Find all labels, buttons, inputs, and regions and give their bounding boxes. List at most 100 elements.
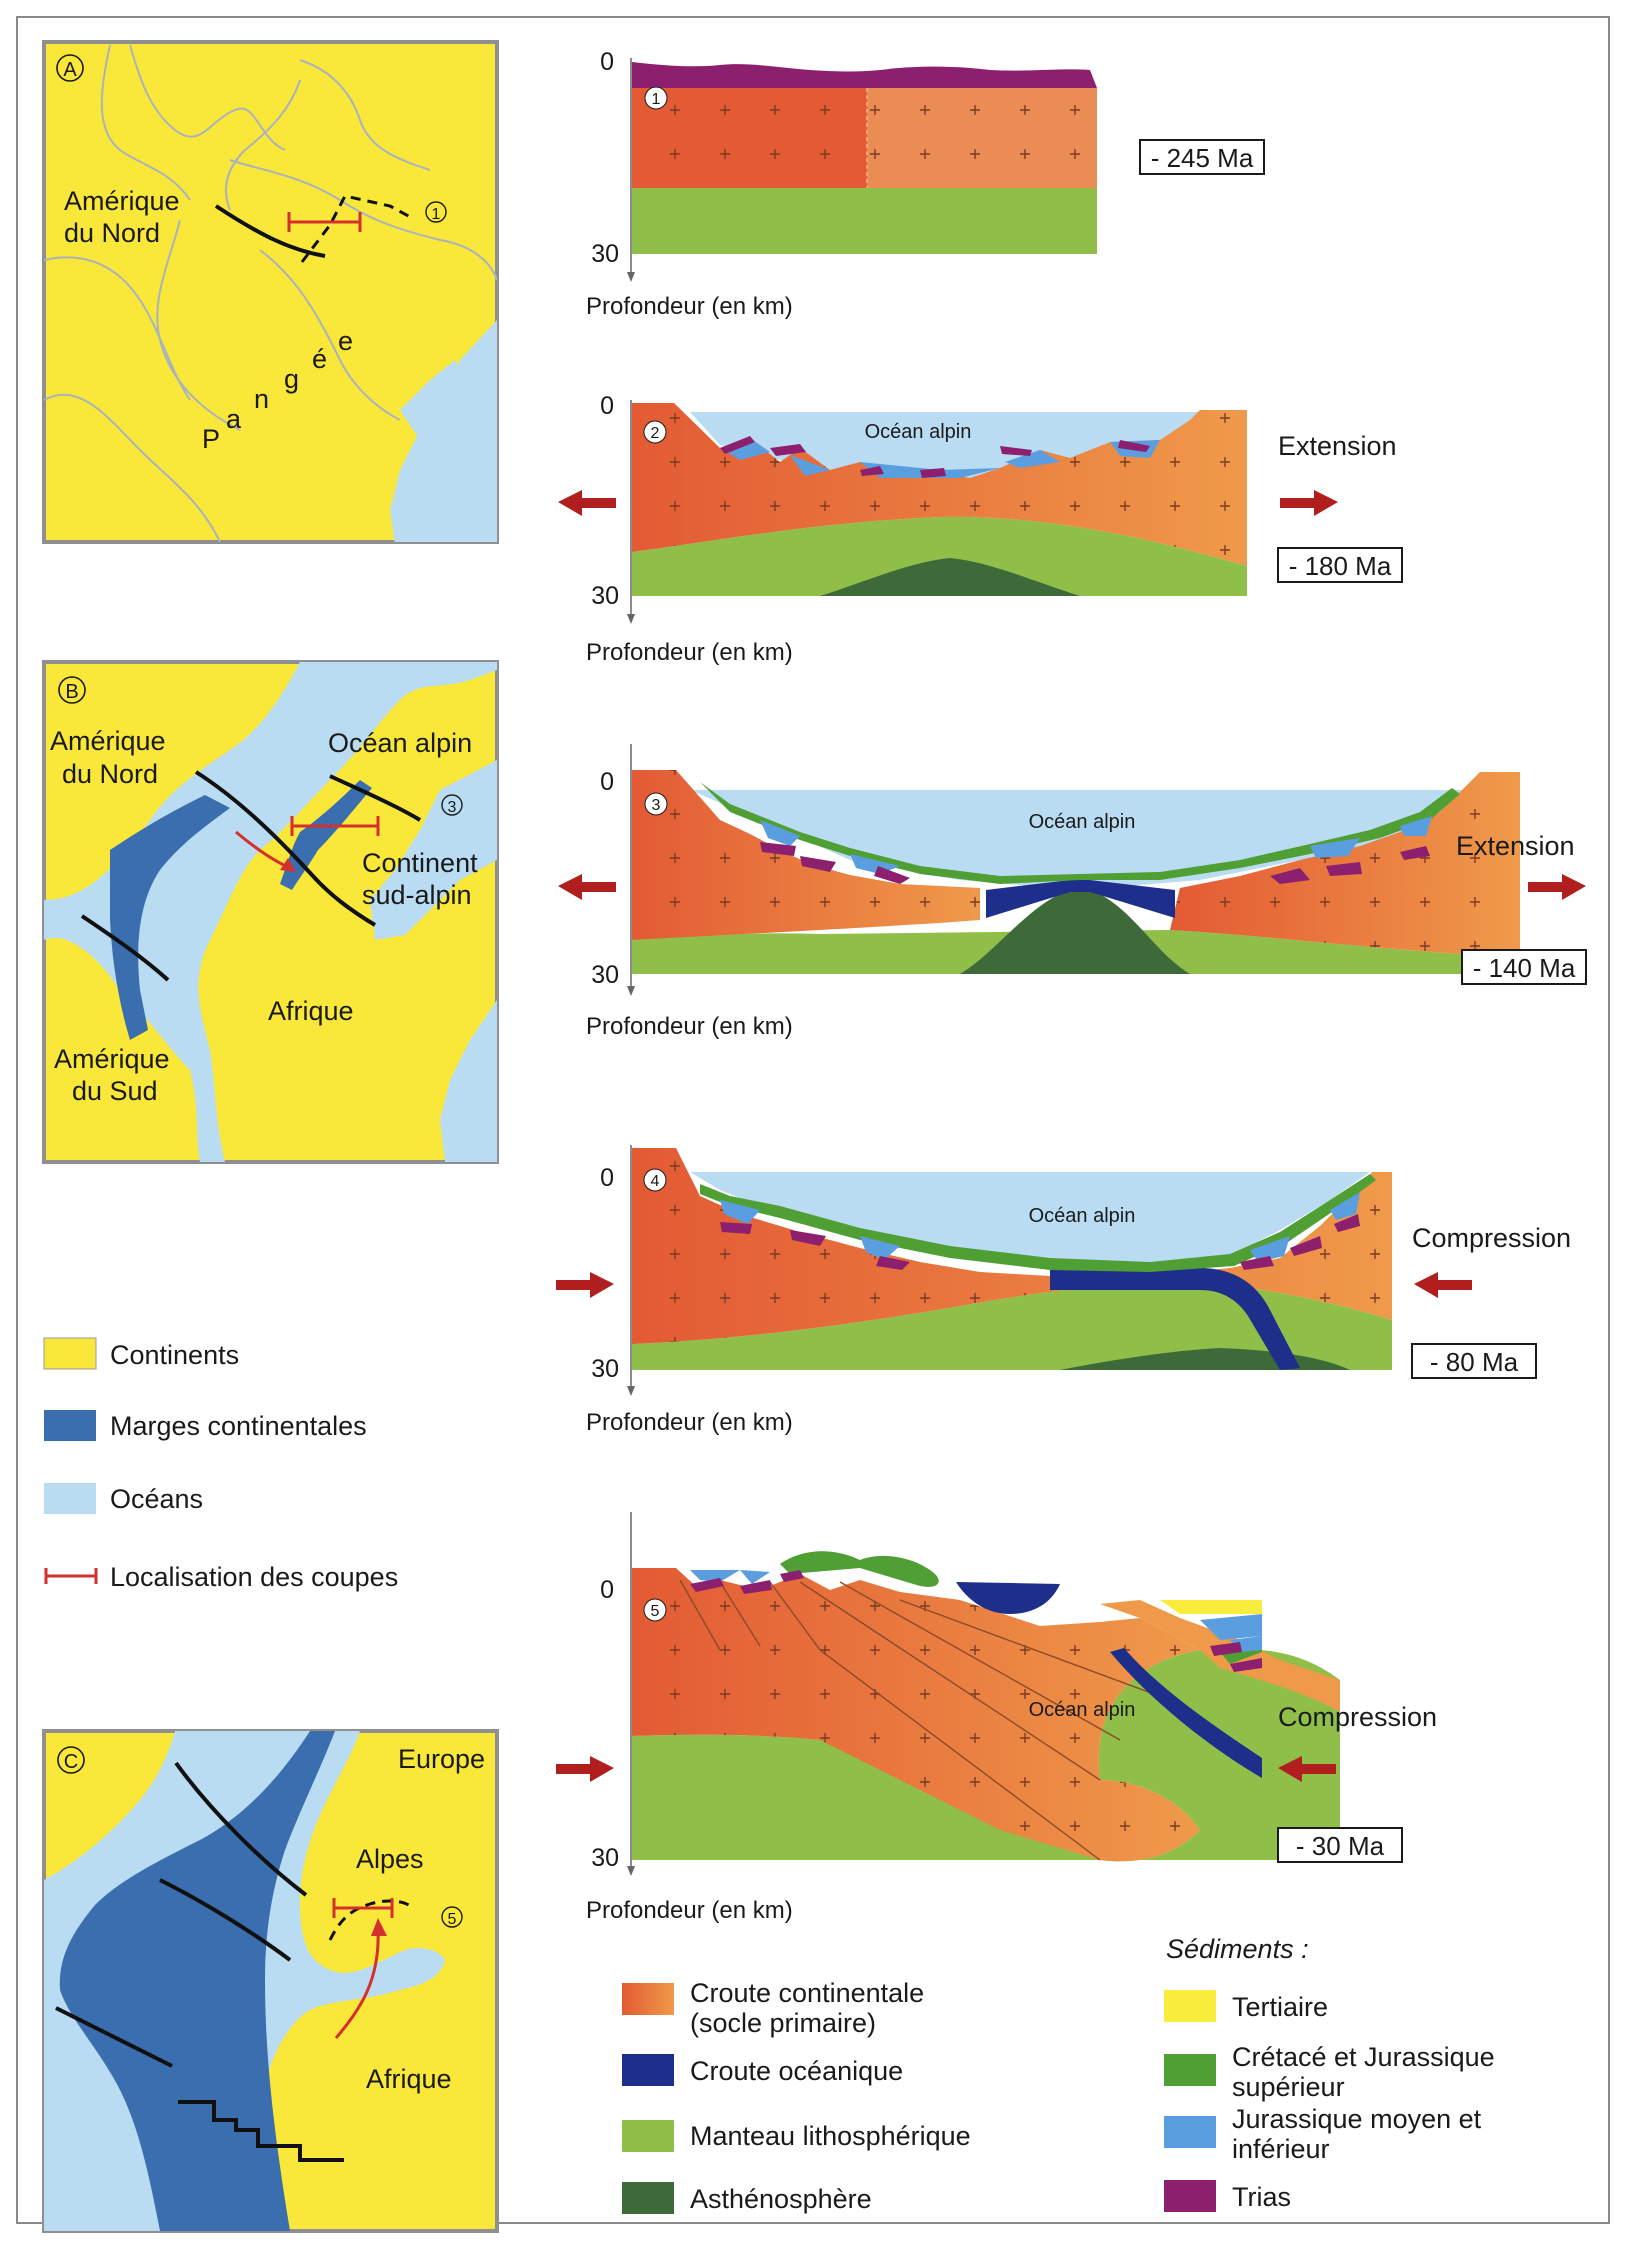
section-1: 1 0 30 Profondeur (en km) - 245 Ma: [586, 48, 1265, 320]
legend-swatch-margins: [44, 1410, 96, 1441]
section-1-axis-label: Profondeur (en km): [586, 293, 793, 320]
section-5-arrow-right: [1278, 1756, 1336, 1782]
map-b-north-america-1: Amérique: [50, 726, 166, 756]
legend-swatch-continents: [43, 1337, 97, 1370]
section-5-cretaceous: [780, 1551, 939, 1587]
section-1-number: 1: [652, 91, 661, 108]
map-a-coastlines: [44, 44, 497, 542]
legend-swatch-oceanic-crust: [622, 2054, 674, 2086]
legend-swatch-asthenosphere: [622, 2182, 674, 2214]
section-4-number: 4: [651, 1173, 660, 1190]
map-a-pangea-label: P a n g é e: [202, 326, 353, 454]
section-4-tectonic: Compression: [1412, 1223, 1571, 1253]
section-5-oceanic-crust: [1110, 1648, 1262, 1778]
map-b-ocean-se: [440, 1000, 497, 1162]
section-3-depth-top: 0: [600, 768, 614, 796]
svg-text:g: g: [284, 364, 299, 394]
map-c-motion-arrow: [334, 1929, 380, 2039]
map-a-section-marker: [287, 212, 362, 232]
section-3: 3 Océan alpin 0 30 Profondeur (en km) Ex…: [558, 744, 1587, 1040]
section-3-jurassic: [760, 816, 1432, 874]
map-c-margin: [59, 1731, 336, 2231]
map-b-ocean-east: [370, 760, 497, 940]
map-a-north-america-2: du Nord: [64, 218, 160, 248]
section-3-number: 3: [652, 797, 661, 814]
section-3-cretaceous: [700, 782, 1460, 884]
section-1-trias: [632, 62, 1097, 88]
map-c-africa: Afrique: [366, 2064, 452, 2094]
sediments-title: Sédiments :: [1166, 1934, 1309, 1964]
section-4: 4 Océan alpin 0 30 Profondeur (en km) Co…: [556, 1145, 1571, 1436]
map-b-boundary-2: [329, 774, 422, 822]
section-4-arrow-left: [556, 1272, 614, 1298]
legend-continents: Continents: [110, 1340, 239, 1370]
map-c-section-marker: [332, 1898, 394, 1918]
section-2-mantle: [632, 516, 1247, 596]
section-5-number: 5: [651, 1603, 660, 1620]
map-b-margin: [110, 795, 230, 1040]
section-2-axis-label: Profondeur (en km): [586, 639, 793, 666]
legend-swatch-mantle: [622, 2120, 674, 2152]
legend-asthenosphere: Asthénosphère: [690, 2184, 872, 2214]
section-3-asthenosphere: [960, 886, 1190, 974]
legend-swatch-continental-crust: [622, 1983, 674, 2015]
section-5: 5 Océan alpin 0 30 Profondeur (en km) Co…: [556, 1512, 1437, 1924]
map-b-marker-number: 3: [448, 799, 457, 816]
section-4-depth-bottom: 30: [591, 1355, 619, 1383]
map-b-section-marker: [290, 816, 380, 836]
legend-jurassic-1: Jurassique moyen et: [1232, 2104, 1482, 2134]
section-3-ocean-label: Océan alpin: [1029, 811, 1136, 833]
map-legend: Continents Marges continentales Océans L…: [43, 1337, 398, 1592]
section-3-trias: [760, 842, 1430, 884]
map-c-boundary-3: [55, 2006, 173, 2068]
section-2-age: - 180 Ma: [1289, 551, 1392, 581]
map-a-letter: A: [63, 59, 77, 81]
map-b-alpine-ocean: Océan alpin: [328, 728, 472, 758]
section-5-thrust-lines: [679, 1579, 1171, 1861]
section-3-arrow-left: [558, 874, 616, 900]
section-5-oceanic-crust-top: [956, 1582, 1060, 1614]
legend-cretaceous-1: Crétacé et Jurassique: [1232, 2042, 1495, 2072]
map-c-letter: C: [64, 1751, 78, 1773]
svg-text:n: n: [254, 384, 269, 414]
section-5-depth-top: 0: [600, 1576, 614, 1604]
section-3-arrow-right: [1528, 874, 1586, 900]
section-2: 2 Océan alpin 0 30 Profondeur (en km) Ex…: [558, 392, 1403, 666]
section-5-depth-bottom: 30: [591, 1844, 619, 1872]
section-2-tectonic: Extension: [1278, 431, 1397, 461]
map-c: C Europe Alpes Afrique 5: [42, 1729, 499, 2233]
svg-text:P: P: [202, 424, 220, 454]
section-3-axis-label: Profondeur (en km): [586, 1013, 793, 1040]
section-4-age: - 80 Ma: [1430, 1347, 1519, 1377]
map-c-marker-number: 5: [448, 1911, 457, 1928]
section-1-age: - 245 Ma: [1151, 143, 1254, 173]
legend-tertiary: Tertiaire: [1232, 1992, 1328, 2022]
svg-text:a: a: [226, 404, 242, 434]
legend-swatch-trias: [1164, 2180, 1216, 2212]
map-b-south-america-1: Amérique: [54, 1044, 170, 1074]
legend-swatch-section-location: [44, 1568, 98, 1584]
legend-section-location: Localisation des coupes: [110, 1562, 398, 1592]
section-4-mantle: [632, 1281, 1392, 1370]
map-a-ocean-bay: [400, 360, 470, 440]
section-4-arrow-right: [1414, 1272, 1472, 1298]
legend-margins: Marges continentales: [110, 1411, 367, 1441]
section-2-depth-bottom: 30: [591, 582, 619, 610]
figure-frame: [16, 16, 1610, 2224]
section-1-depth-top: 0: [600, 48, 614, 76]
section-3-depth-bottom: 30: [591, 961, 619, 989]
map-c-europe: Europe: [398, 1744, 485, 1774]
map-b-africa: Afrique: [268, 996, 354, 1026]
section-5-trias: [690, 1570, 1262, 1672]
map-a-marker-number: 1: [432, 206, 441, 223]
section-5-arrow-left: [556, 1756, 614, 1782]
map-a: A Amérique du Nord P a n g é e 1: [42, 40, 499, 544]
section-5-tertiary: [1160, 1600, 1262, 1614]
map-c-alps: Alpes: [356, 1844, 424, 1874]
section-4-jurassic: [720, 1192, 1360, 1262]
map-c-boundary-1: [174, 1761, 308, 1897]
section-4-axis-label: Profondeur (en km): [586, 1409, 793, 1436]
map-b-south-alpine-1: Continent: [362, 848, 478, 878]
map-b-north-america-2: du Nord: [62, 759, 158, 789]
